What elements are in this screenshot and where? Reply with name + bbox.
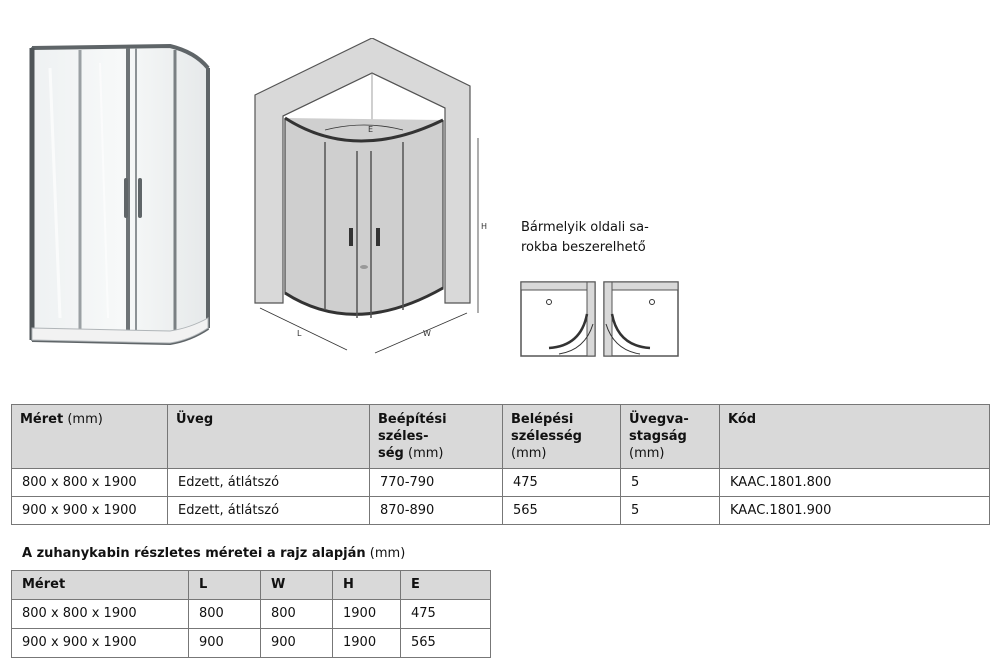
spec-header-uveg: Üveg [167,404,370,469]
cell-beepitesi: 770-790 [369,468,503,497]
cell-meret: 800 x 800 x 1900 [11,468,168,497]
cell-l: 800 [188,599,261,629]
cell-e: 565 [400,628,491,658]
install-note-line2: rokba beszerelhető [521,240,646,255]
cell-l: 900 [188,628,261,658]
cell-w: 800 [260,599,333,629]
cell-vastagsag: 5 [620,496,720,525]
cell-vastagsag: 5 [620,468,720,497]
dims-table: Méret L W H E 800 x 800 x 1900 800 800 1… [11,570,491,658]
cell-meret: 900 x 900 x 1900 [11,496,168,525]
spec-header-row: Méret (mm) Üveg Beépítési széles-ség (mm… [11,404,990,469]
cell-w: 900 [260,628,333,658]
label-h: H [481,222,487,231]
cell-h: 1900 [332,599,401,629]
cell-kod: KAAC.1801.900 [719,496,990,525]
cell-meret: 900 x 900 x 1900 [11,628,189,658]
cell-e: 475 [400,599,491,629]
table-row: 800 x 800 x 1900 Edzett, átlátszó 770-79… [11,468,990,497]
shower-cabin-photo [20,28,220,358]
dims-header-w: W [260,570,333,600]
cell-meret: 800 x 800 x 1900 [11,599,189,629]
dims-header-l: L [188,570,261,600]
table-row: 800 x 800 x 1900 800 800 1900 475 [11,599,491,629]
dims-header-e: E [400,570,491,600]
install-left-corner-diagram [520,281,596,357]
cell-uveg: Edzett, átlátszó [167,468,370,497]
spec-header-meret: Méret (mm) [11,404,168,469]
spec-header-uvegvastagsag: Üvegva-stagság(mm) [620,404,720,469]
spec-header-beepitesi: Beépítési széles-ség (mm) [369,404,503,469]
label-w: W [423,329,431,338]
spec-header-kod: Kód [719,404,990,469]
dims-header-row: Méret L W H E [11,570,491,600]
table-row: 900 x 900 x 1900 900 900 1900 565 [11,628,491,658]
dims-header-meret: Méret [11,570,189,600]
table-row: 900 x 900 x 1900 Edzett, átlátszó 870-89… [11,496,990,525]
install-right-corner-diagram [603,281,679,357]
cell-belepesi: 475 [502,468,621,497]
cell-beepitesi: 870-890 [369,496,503,525]
cell-belepesi: 565 [502,496,621,525]
cell-kod: KAAC.1801.800 [719,468,990,497]
dimension-drawing: E H L W [254,38,487,354]
install-note-line1: Bármelyik oldali sa- [521,220,649,235]
dims-section-title: A zuhanykabin részletes méretei a rajz a… [22,546,406,561]
spec-table: Méret (mm) Üveg Beépítési széles-ség (mm… [11,404,990,525]
label-e: E [368,125,373,134]
cell-h: 1900 [332,628,401,658]
label-l: L [297,329,302,338]
dims-header-h: H [332,570,401,600]
install-note: Bármelyik oldali sa- rokba beszerelhető [521,218,691,258]
cell-uveg: Edzett, átlátszó [167,496,370,525]
